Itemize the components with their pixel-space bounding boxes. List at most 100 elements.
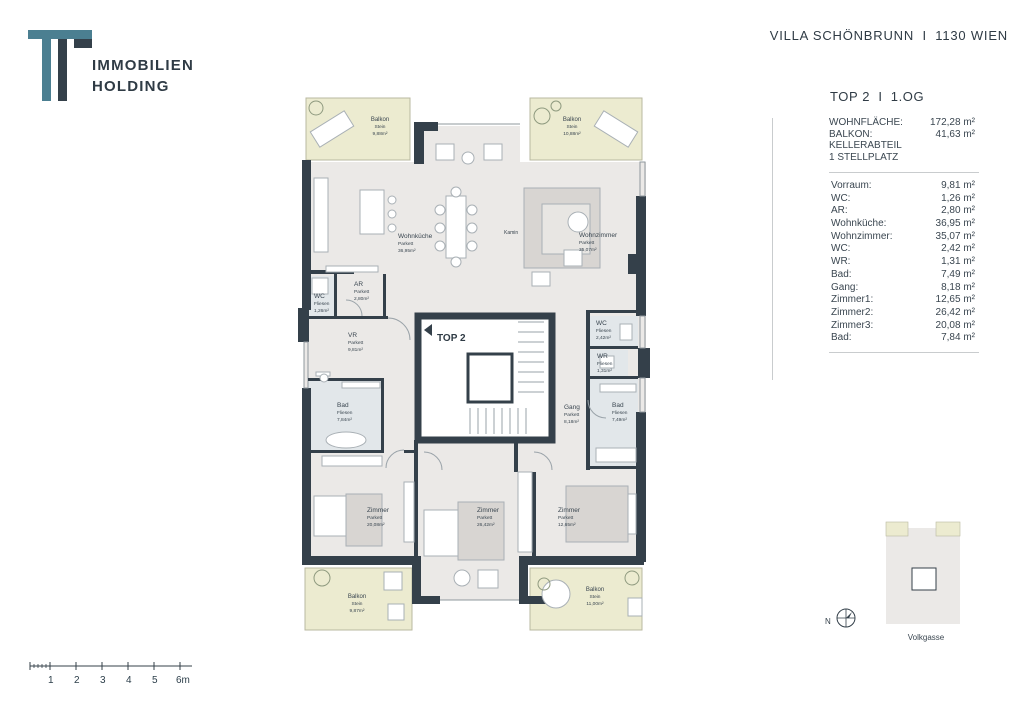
interior-walls bbox=[308, 270, 638, 562]
site-balcony-tl bbox=[885, 521, 909, 537]
label-bad-right-floor: Fliesen bbox=[612, 410, 628, 416]
room-row: Bad: 7,49 m² bbox=[831, 269, 975, 282]
logo-line-2: HOLDING bbox=[92, 78, 170, 95]
summary-label: 1 STELLPLATZ bbox=[829, 151, 899, 163]
room-label: Wohnküche: bbox=[831, 218, 887, 230]
room-row: Zimmer1:12,65 m² bbox=[831, 294, 975, 307]
kitchen-island bbox=[359, 189, 385, 235]
entrance-arrow-icon bbox=[424, 324, 432, 336]
site-street-label: Volkgasse bbox=[908, 633, 945, 642]
label-zimmer-mid-floor: Parkett bbox=[477, 515, 493, 521]
room-label: AR: bbox=[831, 205, 848, 217]
site-balcony-tr bbox=[935, 521, 961, 537]
label-wr-area: 1,31m² bbox=[597, 368, 612, 374]
room-label: WC: bbox=[831, 243, 851, 255]
room-label: Gang: bbox=[831, 281, 859, 293]
unit-entrance-label: TOP 2 bbox=[437, 333, 466, 344]
room-label: Bad: bbox=[831, 268, 852, 280]
room-value: 1,26 m² bbox=[941, 192, 975, 204]
scale-tick-label: 5 bbox=[152, 675, 158, 686]
scale-tick-label: 2 bbox=[74, 675, 80, 686]
label-wc-left-area: 1,26m² bbox=[314, 308, 329, 314]
label-balkon-bl-floor: Stein bbox=[352, 601, 363, 607]
unit-floor: 1.OG bbox=[890, 89, 925, 104]
label-wr-floor: Fliesen bbox=[597, 361, 613, 367]
summary-row: WOHNFLÄCHE: 172,28 m² bbox=[829, 117, 975, 129]
floor-plan: Balkon Stein 9,88m² Balkon Stein 10,88m²… bbox=[298, 97, 650, 631]
unit-separator: I bbox=[878, 89, 883, 104]
stair-steps bbox=[469, 321, 544, 434]
label-wc-left: WC bbox=[314, 293, 325, 300]
label-wr: WR bbox=[597, 353, 608, 360]
label-bad-right-area: 7,49m² bbox=[612, 417, 627, 423]
summary-table: WOHNFLÄCHE: 172,28 m² BALKON: 41,63 m² K… bbox=[829, 117, 975, 163]
windows bbox=[303, 123, 646, 601]
label-zimmer-right: Zimmer bbox=[558, 507, 581, 514]
label-wohnkueche-floor: Parkett bbox=[398, 241, 414, 247]
room-label: WC: bbox=[831, 192, 851, 204]
kitchen-counter bbox=[313, 177, 329, 253]
room-value: 9,81 m² bbox=[941, 180, 975, 191]
room-value: 35,07 m² bbox=[935, 230, 975, 242]
room-labels: Balkon Stein 9,88m² Balkon Stein 10,88m²… bbox=[314, 117, 628, 614]
label-zimmer-left: Zimmer bbox=[367, 507, 390, 514]
label-balkon-br: Balkon bbox=[586, 587, 604, 593]
label-zimmer-left-area: 20,08m² bbox=[367, 522, 385, 528]
label-wohnzimmer: Wohnzimmer bbox=[579, 232, 618, 239]
compass: N bbox=[825, 608, 856, 628]
label-balkon-tl-area: 9,88m² bbox=[373, 131, 388, 137]
room-value: 7,49 m² bbox=[941, 268, 975, 280]
scale-tick-label: 4 bbox=[126, 675, 132, 686]
label-balkon-tr-floor: Stein bbox=[567, 124, 578, 130]
label-wc-right-floor: Fliesen bbox=[596, 328, 612, 334]
dining-table bbox=[445, 195, 467, 259]
doors bbox=[345, 299, 607, 471]
label-gang-floor: Parkett bbox=[564, 412, 580, 418]
room-row: Zimmer2: 26,42 m² bbox=[831, 307, 975, 320]
scale-tick-label: 3 bbox=[100, 675, 106, 686]
room-value: 2,42 m² bbox=[941, 243, 975, 255]
label-balkon-bl-area: 9,87m² bbox=[350, 608, 365, 614]
label-bad-right: Bad bbox=[612, 402, 624, 409]
room-value: 1,31 m² bbox=[941, 256, 975, 268]
unit-name: TOP 2 bbox=[830, 89, 871, 104]
room-table: Vorraum: 9,81 m² WC: 1,26 m² AR: 2,80 m² Wo… bbox=[831, 180, 975, 345]
project-location: 1130 WIEN bbox=[935, 28, 1008, 43]
balcony-furniture bbox=[309, 110, 643, 621]
summary-label: KELLERABTEIL bbox=[829, 140, 902, 151]
summary-value: 172,28 m² bbox=[929, 117, 975, 128]
room-row: WC: 1,26 m² bbox=[831, 193, 975, 206]
table-divider bbox=[829, 172, 979, 173]
summary-value: 41,63 m² bbox=[935, 128, 975, 140]
compass-north-label: N bbox=[825, 617, 831, 626]
label-balkon-tl-floor: Stein bbox=[375, 124, 386, 130]
title-separator: I bbox=[922, 28, 927, 43]
room-value: 26,42 m² bbox=[935, 306, 975, 318]
room-label: Zimmer3: bbox=[831, 319, 874, 331]
label-balkon-br-area: 11,00m² bbox=[586, 601, 604, 607]
scale-ruler bbox=[29, 662, 192, 670]
label-zimmer-right-floor: Parkett bbox=[558, 515, 574, 521]
room-label: Zimmer2: bbox=[831, 306, 874, 318]
table-divider-vertical bbox=[772, 118, 773, 380]
label-balkon-br-floor: Stein bbox=[590, 594, 601, 600]
label-wohnkueche: Wohnküche bbox=[398, 233, 433, 240]
summary-row: KELLERABTEIL bbox=[829, 140, 975, 152]
unit-title: TOP 2 I 1.OG bbox=[830, 89, 924, 104]
label-wohnzimmer-floor: Parkett bbox=[579, 240, 595, 246]
label-wc-left-floor: Fliesen bbox=[314, 301, 330, 307]
summary-row: 1 STELLPLATZ bbox=[829, 152, 975, 164]
company-logo: IMMOBILIEN HOLDING bbox=[28, 30, 198, 102]
label-wohnzimmer-area: 35,07m² bbox=[579, 247, 597, 253]
summary-row: BALKON: 41,63 m² bbox=[829, 129, 975, 141]
logo-mark-icon bbox=[28, 30, 92, 101]
project-title: VILLA SCHÖNBRUNN I 1130 WIEN bbox=[760, 28, 1008, 43]
exterior-walls bbox=[298, 122, 650, 604]
label-wc-right: WC bbox=[596, 320, 607, 327]
project-name: VILLA SCHÖNBRUNN bbox=[769, 28, 915, 43]
room-label: WR: bbox=[831, 256, 851, 268]
room-row: Bad:7,84 m² bbox=[831, 332, 975, 345]
room-value: 2,80 m² bbox=[941, 205, 975, 217]
room-label: Vorraum: bbox=[831, 180, 872, 191]
site-plan: Volkgasse bbox=[885, 521, 961, 642]
